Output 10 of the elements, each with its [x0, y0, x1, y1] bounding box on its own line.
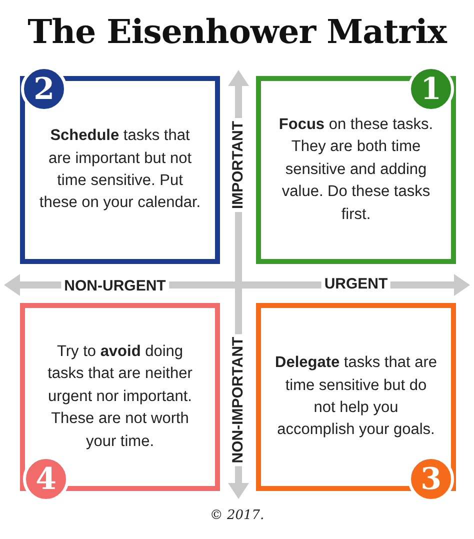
quadrant-text: Schedule tasks that are important but not time sensitive. Put these on your calendar.	[38, 126, 202, 214]
quadrant-box	[20, 303, 220, 491]
quadrant-box	[256, 303, 456, 491]
quadrant-box	[256, 76, 456, 264]
title: The Eisenhower Matrix	[26, 12, 448, 51]
quadrant-box	[20, 76, 220, 264]
quadrant-text: Delegate tasks that are time sensitive but do not help you accomplish your goals.	[274, 353, 438, 440]
quadrant-text: Try to avoid doing tasks that are neither urgent nor important. These are not worth your time.	[46, 342, 194, 452]
quadrant-text: Focus on these tasks. They are both time sensitive and adding value. Do these tasks first.	[278, 114, 434, 225]
copyright-note: © 2017.	[208, 508, 266, 523]
